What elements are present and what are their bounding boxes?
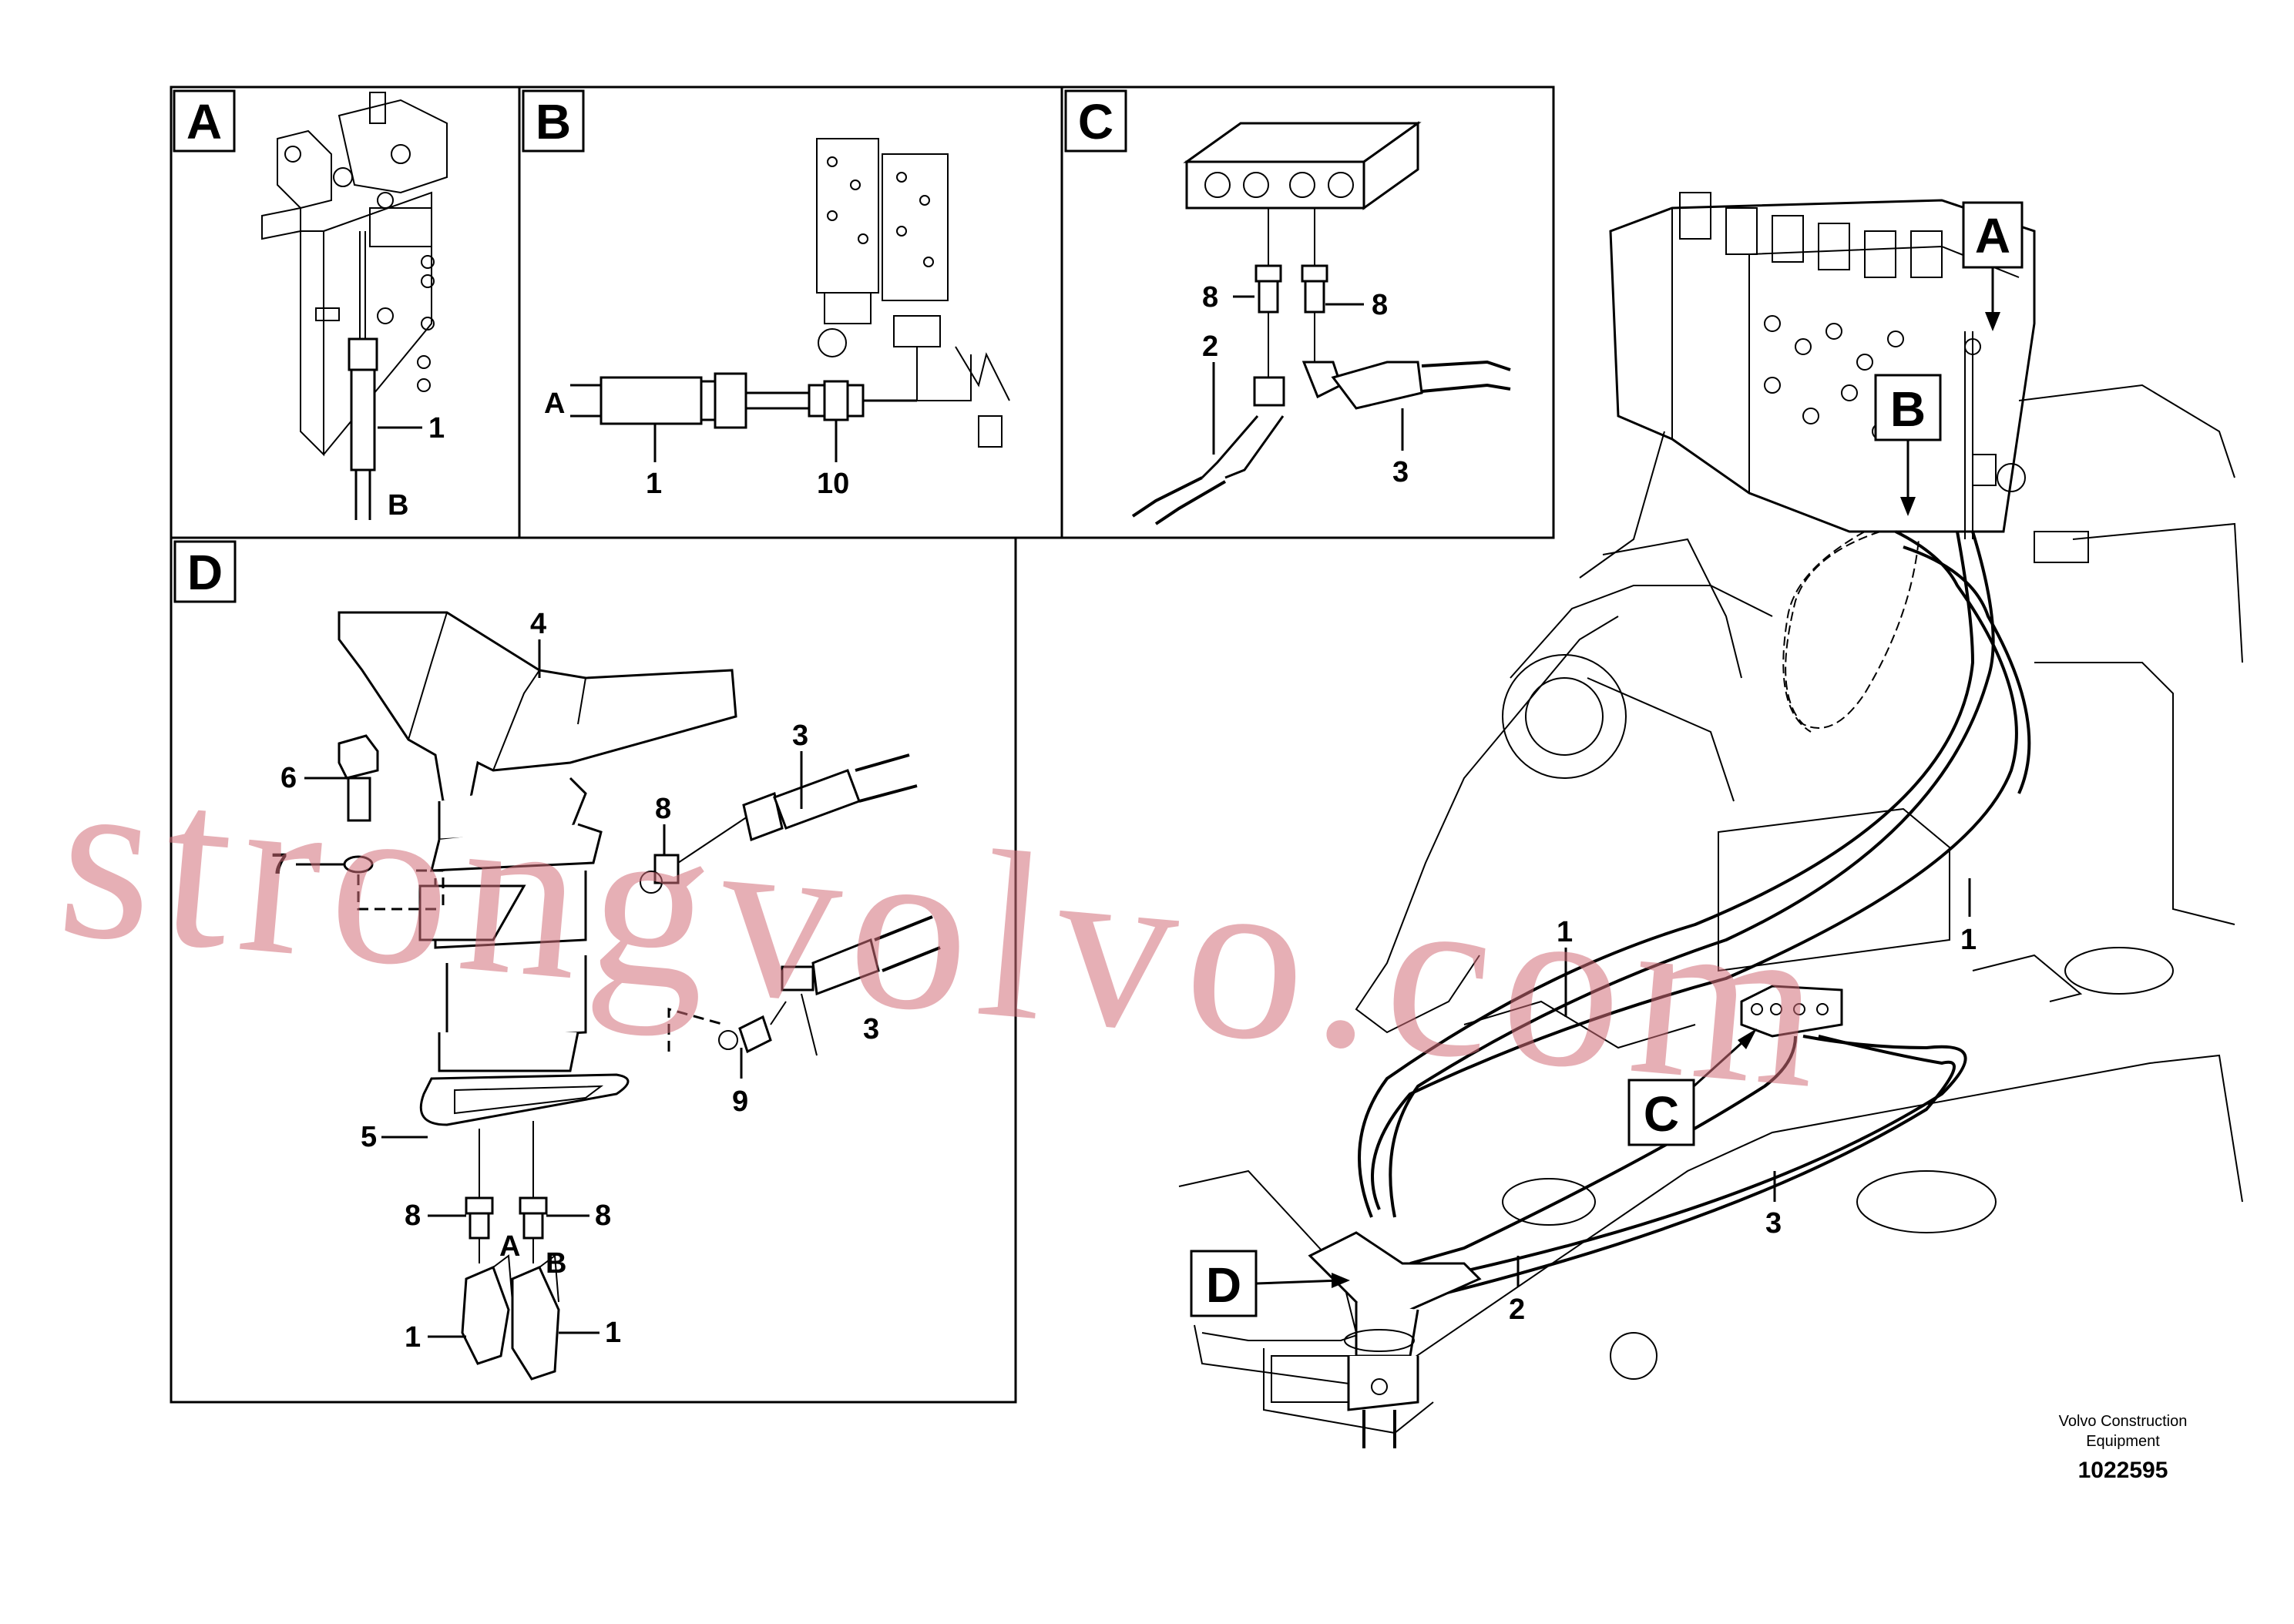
panel-d-callout-8-lower-right: 8 [595, 1200, 611, 1232]
panel-a-tag: A [186, 94, 222, 149]
footer-company-line-1: Volvo Construction [2058, 1413, 2188, 1430]
footer-document-number: 1022595 [2077, 1458, 2168, 1483]
panel-d-tag-box [173, 540, 237, 603]
overview-callout-2: 2 [1509, 1293, 1525, 1326]
panel-c-callout-2: 2 [1202, 331, 1218, 363]
panel-a: A 1 B [170, 86, 521, 539]
overview-tag-c: C [1627, 1028, 1757, 1146]
panel-d-callout-8-lower-left: 8 [405, 1200, 421, 1232]
panel-b-callout-a: A [544, 388, 565, 420]
panel-d-callout-8-upper: 8 [655, 793, 671, 825]
overview-control-valve [1609, 192, 2036, 539]
overview-assembly: A B C D 1 1 2 3 [1178, 192, 2243, 1448]
panel-d-callout-b: B [546, 1247, 566, 1280]
panel-a-callout-1: 1 [428, 412, 445, 445]
svg-text:B: B [1890, 381, 1926, 437]
panel-d-callout-1-left: 1 [405, 1321, 421, 1354]
panel-d-callout-3-lower: 3 [863, 1013, 879, 1045]
panel-c: C 8 [1060, 86, 1555, 539]
panel-b-tag: B [536, 94, 571, 149]
panel-a-hose [348, 231, 378, 520]
panel-d-callout-3-upper: 3 [792, 720, 808, 752]
panel-b-frame [518, 86, 1063, 539]
overview-tag-a: A [1962, 201, 2024, 331]
overview-callout-1-left: 1 [1557, 916, 1573, 948]
overview-manifold-c [1409, 985, 1967, 1296]
panel-a-callout-b: B [388, 489, 408, 522]
svg-text:A: A [1975, 208, 2010, 263]
svg-text:C: C [1644, 1086, 1679, 1142]
panel-d-fittings-upper [640, 753, 941, 1056]
panel-b: B A 1 [518, 86, 1063, 539]
panel-d-callout-6: 6 [280, 762, 297, 794]
panel-b-hose [570, 372, 917, 429]
panel-d-bolt [338, 734, 379, 874]
panel-d: D [170, 536, 1017, 1404]
panel-c-tag: C [1078, 94, 1113, 149]
panel-c-callout-8-left: 8 [1202, 281, 1218, 314]
overview-hoses-1 [1358, 530, 2031, 1218]
panel-c-manifold [1183, 121, 1422, 210]
panel-d-callout-4: 4 [530, 608, 546, 640]
panel-d-gasket [419, 1073, 630, 1126]
panel-b-tag-box [522, 89, 585, 153]
footer-company-line-2: Equipment [2086, 1433, 2160, 1450]
panel-c-hoses [1131, 360, 1511, 525]
overview-tag-b: B [1874, 374, 1942, 516]
panel-b-valve-blocks [816, 138, 1010, 448]
panel-b-callout-1: 1 [646, 468, 662, 500]
overview-callout-3: 3 [1765, 1207, 1782, 1240]
overview-frame [1178, 384, 2243, 1434]
panel-d-callout-9: 9 [732, 1085, 748, 1118]
overview-callout-1-right: 1 [1960, 924, 1977, 956]
panel-c-callout-3: 3 [1392, 456, 1409, 488]
panel-d-callout-a: A [499, 1230, 520, 1263]
panel-d-tag: D [187, 545, 223, 600]
panel-a-tag-box [173, 89, 236, 153]
panel-c-frame [1060, 86, 1555, 539]
panel-c-fittings [1253, 208, 1342, 407]
panel-d-fittings-lower [461, 1121, 560, 1381]
panel-b-callout-10: 10 [817, 468, 849, 500]
panel-c-tag-box [1064, 89, 1127, 153]
svg-text:D: D [1206, 1257, 1241, 1313]
panel-a-frame [170, 86, 521, 539]
panel-d-valve-body [338, 611, 737, 1072]
panel-c-callout-8-right: 8 [1372, 289, 1388, 321]
panel-d-callout-5: 5 [361, 1121, 377, 1153]
panel-a-valve-block [261, 92, 448, 457]
panel-d-frame [170, 536, 1017, 1404]
panel-d-callout-7: 7 [271, 848, 287, 881]
panel-d-callout-1-right: 1 [605, 1317, 621, 1349]
overview-pedal-valve [1308, 1231, 1482, 1448]
overview-tag-d: D [1190, 1250, 1350, 1317]
